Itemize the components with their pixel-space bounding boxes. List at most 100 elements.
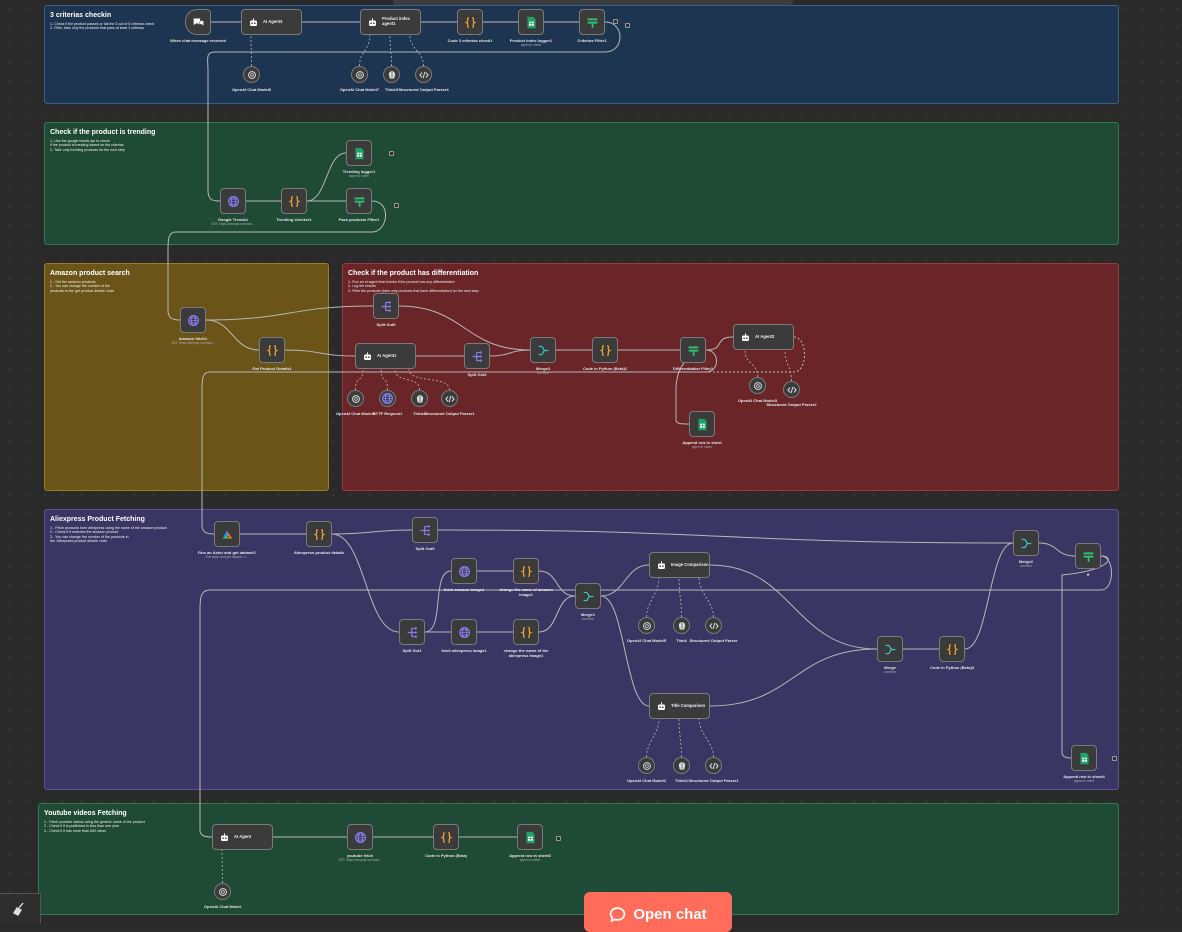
node-fali[interactable]	[451, 619, 477, 645]
node-subtitle: append: sheet	[520, 43, 542, 47]
add-node-button[interactable]	[389, 151, 394, 156]
subnode-http1[interactable]	[379, 390, 396, 407]
node-amazon[interactable]	[180, 307, 206, 333]
node-caption: HTTP Request1	[373, 411, 403, 416]
node-pyb[interactable]	[433, 824, 459, 850]
openai-icon	[642, 761, 652, 771]
node-cnai[interactable]	[513, 558, 539, 584]
robot-icon	[740, 332, 751, 343]
subnode-sop2[interactable]	[783, 381, 800, 398]
node-caption: Think	[676, 638, 687, 643]
add-node-button[interactable]	[556, 836, 561, 841]
node-subtitle: append: sheet	[348, 174, 370, 178]
node-append1[interactable]	[689, 411, 715, 437]
node-ytf[interactable]	[347, 824, 373, 850]
node-caption: OpenAI Chat Model	[204, 904, 241, 909]
open-chat-button[interactable]: Open chat	[584, 892, 732, 932]
subnode-think[interactable]	[673, 617, 690, 634]
node-merge[interactable]	[877, 636, 903, 662]
node-cnali[interactable]	[513, 619, 539, 645]
subnode-sop1[interactable]	[441, 390, 458, 407]
node-label: Differentiation Filter1	[672, 366, 714, 371]
add-node-button[interactable]	[1112, 756, 1117, 761]
node-split3[interactable]	[464, 343, 490, 369]
node-code3[interactable]	[457, 9, 483, 35]
node-label: Google Trends1	[217, 217, 249, 222]
clear-execution-button[interactable]	[0, 893, 41, 923]
subnode-oai5[interactable]	[638, 617, 655, 634]
node-label: OpenAI Chat Model2	[626, 778, 667, 783]
node-caption: Think1	[675, 778, 688, 783]
node-tlogger[interactable]	[346, 140, 372, 166]
node-merge1[interactable]	[575, 583, 601, 609]
node-gtrends[interactable]	[220, 188, 246, 214]
node-apify[interactable]	[214, 521, 240, 547]
node-chat[interactable]	[185, 9, 211, 35]
subnode-oai[interactable]	[214, 883, 231, 900]
node-gpd[interactable]	[259, 337, 285, 363]
subnode-think2[interactable]	[411, 390, 428, 407]
subnode-think3[interactable]	[383, 66, 400, 83]
globe-icon	[354, 831, 367, 844]
node-label: Code in Python (Beta)3	[929, 665, 975, 670]
node-cfilter[interactable]	[579, 9, 605, 35]
subnode-think1[interactable]	[673, 757, 690, 774]
node-tcheck[interactable]	[281, 188, 307, 214]
sticky-note-trending[interactable]: Check if the product is trending 1- Use …	[44, 122, 1119, 245]
node-fai[interactable]	[451, 558, 477, 584]
node-subtitle: combine	[581, 617, 595, 621]
node-append4[interactable]	[1071, 745, 1097, 771]
node-merge2[interactable]	[1013, 530, 1039, 556]
code-braces-icon	[312, 528, 326, 541]
subnode-sop[interactable]	[705, 617, 722, 634]
sticky-note-amazon[interactable]: Amazon product search 1 - Get the amazon…	[44, 263, 329, 491]
openai-icon	[247, 70, 257, 80]
node-label: Aliexpress product details	[293, 550, 345, 555]
add-node-button[interactable]	[613, 19, 618, 24]
node-agent1[interactable]: AI Agent1	[355, 343, 416, 369]
subnode-oai2[interactable]	[638, 757, 655, 774]
subnode-oai3[interactable]	[749, 377, 766, 394]
node-subtitle: Run actor and get dataset: 4...	[205, 555, 249, 559]
node-split1[interactable]	[399, 619, 425, 645]
node-pfilter[interactable]	[346, 188, 372, 214]
openai-icon	[642, 621, 652, 631]
node-agent[interactable]: AI Agent	[212, 824, 273, 850]
subnode-sop3[interactable]	[705, 757, 722, 774]
node-titlecmp[interactable]: Title Comparison	[649, 693, 710, 719]
node-append3[interactable]	[517, 824, 543, 850]
node-agent3[interactable]: AI Agent3	[241, 9, 302, 35]
node-split6[interactable]	[373, 293, 399, 319]
node-merge3[interactable]	[530, 337, 556, 363]
node-pindex[interactable]: Product index agent1	[360, 9, 421, 35]
subnode-oai4[interactable]	[347, 390, 364, 407]
add-node-button[interactable]	[394, 203, 399, 208]
node-plogger[interactable]	[518, 9, 544, 35]
node-split5[interactable]	[412, 517, 438, 543]
node-py1[interactable]	[592, 337, 618, 363]
node-alidet[interactable]	[306, 521, 332, 547]
merge-icon	[884, 643, 897, 656]
node-agent2[interactable]: AI Agent2	[733, 324, 794, 350]
sticky-note-differentiation[interactable]: Check if the product has differentiation…	[342, 263, 1119, 491]
add-node-button[interactable]	[625, 23, 630, 28]
sticky-note-youtube[interactable]: Youtube videos Fetching 1 - Fetch youtub…	[38, 803, 1119, 915]
node-label: AI Agent1	[377, 352, 397, 358]
node-iff[interactable]	[1075, 543, 1101, 569]
node-caption: Trending checker1	[276, 217, 311, 222]
node-imgcmp[interactable]: Image Comparison	[649, 552, 710, 578]
subnode-oai6[interactable]	[243, 66, 260, 83]
node-dfilter[interactable]	[680, 337, 706, 363]
node-py3[interactable]	[939, 636, 965, 662]
subnode-sop4[interactable]	[415, 66, 432, 83]
filter-icon	[1082, 550, 1095, 563]
node-caption: Get Product Details1	[252, 366, 291, 371]
sticky-text: 1- Run an ai agent that checks if the pr…	[348, 280, 479, 293]
node-label: Think2	[413, 411, 426, 416]
subnode-oai7[interactable]	[351, 66, 368, 83]
node-caption: OpenAI Chat Model5	[627, 638, 666, 643]
